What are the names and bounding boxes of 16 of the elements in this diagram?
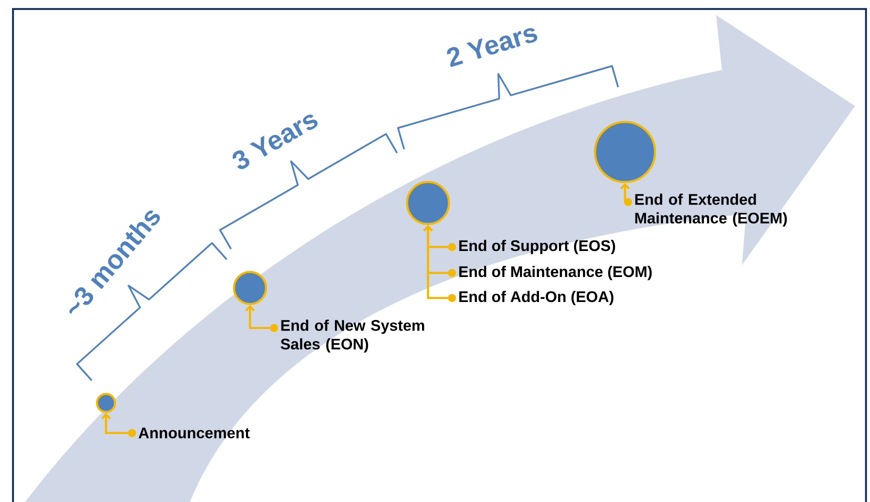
milestone-label: End of Maintenance (EOM) [459, 266, 652, 280]
leader-line [245, 305, 278, 332]
milestone-label: End of Add-On (EOA) [459, 290, 614, 306]
milestone-label: End of New System Sales (EON) [280, 320, 424, 353]
duration-label: 2 Years [447, 28, 538, 68]
milestone-circle [406, 180, 450, 226]
leader-line [101, 413, 136, 437]
milestone-circle [594, 120, 656, 184]
milestone-label: Announcement [138, 428, 250, 438]
milestone-label: End of Support (EOS) [459, 240, 616, 254]
leader-line [423, 225, 456, 302]
leader-line [620, 183, 632, 206]
milestone-circle [96, 392, 116, 414]
duration-label: 3 Years [232, 114, 318, 170]
milestone-circle [232, 270, 268, 306]
milestone-label: End of Extended Maintenance (EOEM) [635, 194, 787, 227]
